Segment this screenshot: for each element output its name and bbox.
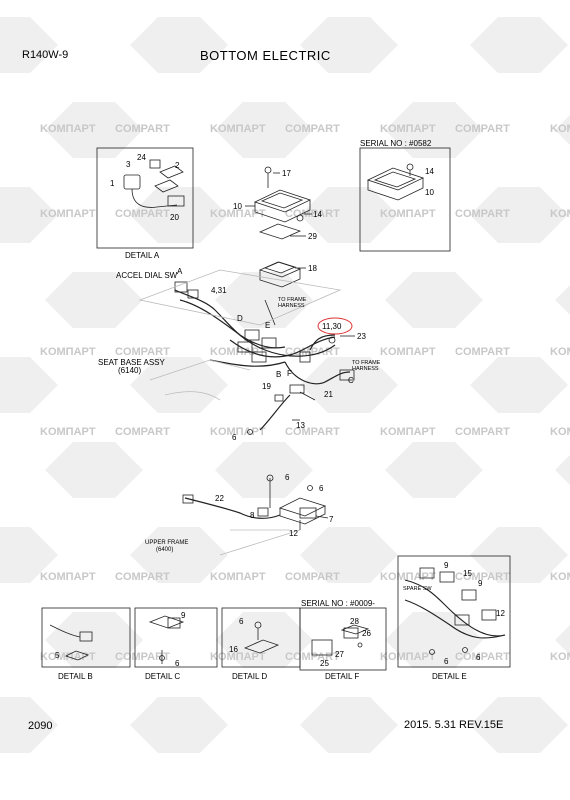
- part-4-31: 4,31: [211, 286, 227, 295]
- detail-c-frame: [134, 607, 218, 668]
- detail-e-part-9-top: 9: [444, 561, 449, 570]
- part-14: 14: [313, 210, 322, 219]
- accel-dial-sw-label: ACCEL DIAL SW: [116, 271, 178, 280]
- detail-c-caption: DETAIL C: [145, 672, 181, 681]
- detail-f-part-28: 28: [350, 617, 359, 626]
- detail-a-frame: [96, 147, 194, 249]
- detail-b-frame: [41, 607, 131, 668]
- part-12: 12: [289, 529, 298, 538]
- detail-e-part-15: 15: [463, 569, 472, 578]
- model-number: R140W-9: [22, 49, 69, 61]
- part-a: A: [177, 267, 183, 276]
- part-7: 7: [329, 515, 334, 524]
- detail-f-part-26: 26: [362, 629, 371, 638]
- detail-e-part-9-right: 9: [478, 579, 483, 588]
- serial-top-caption: SERIAL NO : #0582: [360, 139, 432, 148]
- detail-a-part-2: 2: [175, 161, 180, 170]
- part-18: 18: [308, 264, 317, 273]
- part-b: B: [276, 370, 282, 379]
- detail-d-caption: DETAIL D: [232, 672, 268, 681]
- detail-a-part-20: 20: [170, 213, 179, 222]
- to-frame-harness-bottom-1: TO FRAME: [352, 360, 381, 366]
- part-f: F: [287, 369, 292, 378]
- part-c: C: [348, 376, 354, 385]
- part-6-right: 6: [319, 484, 324, 493]
- serial-top-part-10: 10: [425, 188, 434, 197]
- page-title: BOTTOM ELECTRIC: [200, 48, 331, 63]
- part-e: E: [265, 321, 271, 330]
- seat-base-assy-label: SEAT BASE ASSY: [98, 358, 165, 367]
- seat-base-assy-code: (6140): [118, 366, 142, 375]
- highlighted-part-11-30: 11,30: [322, 322, 342, 331]
- detail-d-frame: [221, 607, 301, 668]
- part-d: D: [237, 314, 243, 323]
- part-8: 8: [250, 511, 255, 520]
- highlight-ellipse: [317, 317, 353, 335]
- detail-b-part-5: 5: [55, 651, 60, 660]
- serial-top-part-14: 14: [425, 167, 434, 176]
- detail-e-part-6-right: 6: [476, 653, 481, 662]
- detail-b-caption: DETAIL B: [58, 672, 93, 681]
- part-13: 13: [296, 421, 305, 430]
- spare-sw-label: SPARE SW: [403, 586, 432, 592]
- detail-c-part-9: 9: [181, 611, 186, 620]
- detail-a-part-1: 1: [110, 179, 115, 188]
- part-6-upper: 6: [285, 473, 290, 482]
- part-17: 17: [282, 169, 291, 178]
- part-22: 22: [215, 494, 224, 503]
- part-6-left: 6: [232, 433, 237, 442]
- part-10: 10: [233, 202, 242, 211]
- detail-e-caption: DETAIL E: [432, 672, 467, 681]
- part-29: 29: [308, 232, 317, 241]
- detail-d-part-6: 6: [239, 617, 244, 626]
- upper-frame-label: UPPER FRAME: [145, 540, 189, 546]
- detail-f-frame: [299, 607, 387, 671]
- detail-f-part-25: 25: [320, 659, 329, 668]
- to-frame-harness-top-2: HARNESS: [278, 303, 305, 309]
- detail-e-frame: [397, 555, 511, 668]
- to-frame-harness-top-1: TO FRAME: [278, 297, 307, 303]
- detail-e-part-12: 12: [496, 609, 505, 618]
- to-frame-harness-bottom-2: HARNESS: [352, 366, 379, 372]
- detail-a-part-3: 3: [126, 160, 131, 169]
- detail-f-caption: DETAIL F: [325, 672, 360, 681]
- part-19: 19: [262, 382, 271, 391]
- part-23: 23: [357, 332, 366, 341]
- detail-e-part-6-left: 6: [444, 657, 449, 666]
- detail-f-part-27: 27: [335, 650, 344, 659]
- upper-frame-code: (6400): [156, 547, 174, 553]
- detail-a-caption: DETAIL A: [125, 251, 160, 260]
- page-number: 2090: [28, 720, 53, 732]
- part-21: 21: [324, 390, 333, 399]
- serial-top-frame: [359, 147, 451, 252]
- date-revision: 2015. 5.31 REV.15E: [404, 719, 504, 731]
- detail-a-part-24: 24: [137, 153, 146, 162]
- detail-c-part-6: 6: [175, 659, 180, 668]
- detail-f-serial: SERIAL NO : #0009-: [301, 599, 375, 608]
- detail-d-part-16: 16: [229, 645, 238, 654]
